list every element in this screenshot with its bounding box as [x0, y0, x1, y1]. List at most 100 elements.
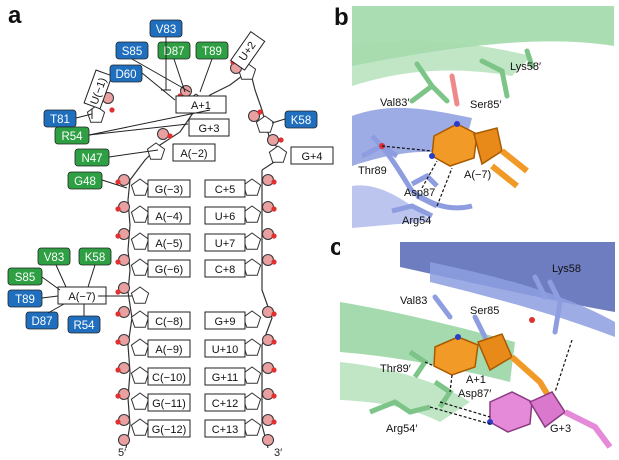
phosphate [118, 254, 130, 266]
base-box [147, 206, 191, 225]
asp87-sidechain [410, 172, 439, 209]
base-label: G+9 [214, 316, 235, 328]
arg54-sidechain [369, 399, 431, 415]
residue-label: R54 [73, 320, 95, 332]
base-label: A(−2) [180, 148, 207, 160]
sugar-ring [242, 205, 262, 223]
label-lys58: Lys58′ [510, 61, 541, 73]
base-label: A(−7) [68, 291, 95, 303]
base-box [204, 179, 246, 198]
residue-label: D87 [163, 46, 184, 58]
oxygen-atom [115, 311, 121, 317]
oxygen-atom [271, 367, 277, 373]
backbone-right [261, 170, 273, 449]
phosphate [262, 228, 274, 240]
label-ser85: Ser85 [470, 305, 499, 317]
residue-box [54, 126, 90, 145]
connector-line [41, 295, 59, 299]
oxygen-atom [115, 339, 121, 345]
residue-label: K58 [291, 115, 311, 127]
base-box [290, 146, 334, 165]
sugar-ring [130, 418, 150, 436]
ribose-ring-g3 [528, 391, 567, 429]
connector-line [47, 303, 65, 314]
protein-helix-blue [352, 185, 432, 228]
base-label: C+13 [212, 424, 239, 436]
oxygen-atom [271, 393, 277, 399]
base-box [147, 259, 191, 278]
sugar-ring [255, 115, 275, 133]
nitrogen-atom [454, 121, 460, 127]
oxygen-atom [271, 179, 277, 185]
base-label: A(−5) [155, 238, 182, 250]
sugar-ring [242, 418, 262, 436]
sugar-ring [130, 286, 150, 304]
base-box [147, 233, 191, 252]
sugar-ring [130, 392, 150, 410]
residue-label: G48 [74, 176, 96, 188]
lys58-sidechain [532, 274, 563, 335]
residue-box [7, 289, 43, 308]
phosphate [262, 362, 274, 374]
sugar-ring [268, 145, 288, 163]
oxygen-atom [271, 259, 277, 265]
base-box [147, 311, 191, 330]
connector-line [199, 58, 213, 93]
phosphate [262, 306, 274, 318]
ribose-ring [473, 127, 503, 166]
sugar-ring [146, 142, 166, 160]
residue-label: R54 [61, 131, 83, 143]
hydrogen-bonds [424, 339, 573, 425]
sugar-ring [242, 258, 262, 276]
residue-label: D60 [115, 69, 136, 81]
phosphate [157, 128, 169, 140]
phosphate [262, 254, 274, 266]
residue-label: N47 [81, 153, 102, 165]
connector-line [271, 118, 286, 124]
guanine-ring [489, 391, 533, 433]
base-label: G+4 [301, 151, 322, 163]
base-label: C(−8) [155, 316, 183, 328]
label-thr89: Thr89 [358, 165, 387, 177]
connector-line [173, 58, 186, 93]
connector-line [75, 113, 93, 119]
label-a-7: A(−7) [464, 169, 491, 181]
sugar-ring [130, 310, 150, 328]
connector-line [88, 109, 211, 136]
residue-label: D87 [31, 316, 52, 328]
residue-box [7, 267, 43, 286]
base-label: G(−3) [155, 184, 183, 196]
base-box [204, 367, 246, 386]
base-label: G+3 [198, 123, 219, 135]
residue-label: S85 [15, 272, 35, 284]
sugar-ring [242, 232, 262, 250]
phosphate [118, 282, 130, 294]
phosphate [262, 334, 274, 346]
oxygen-atom [115, 233, 121, 239]
base-box [172, 143, 216, 162]
base-box [204, 233, 246, 252]
base-label: C+12 [212, 398, 239, 410]
sugar-ring [242, 178, 262, 196]
nitrogen-atom [487, 419, 493, 425]
residue-box [74, 148, 110, 167]
base-box [204, 259, 246, 278]
residue-label: K58 [85, 252, 105, 264]
connector-line [41, 276, 61, 291]
phosphate [262, 174, 274, 186]
base-box [147, 419, 191, 438]
oxygen-atom [115, 419, 121, 425]
base-label: A(−4) [155, 211, 182, 223]
panel-a-label: a [8, 2, 22, 29]
base-box [204, 419, 246, 438]
phosphate [118, 174, 130, 186]
nucleotide-backbone [490, 148, 529, 189]
connector-line [88, 123, 189, 136]
base-box [188, 118, 230, 137]
base-label: C+5 [215, 184, 236, 196]
connector-line [141, 72, 176, 101]
base-label: A+1 [191, 100, 211, 112]
base-box [147, 367, 191, 386]
panel-b-label: b [334, 4, 349, 31]
